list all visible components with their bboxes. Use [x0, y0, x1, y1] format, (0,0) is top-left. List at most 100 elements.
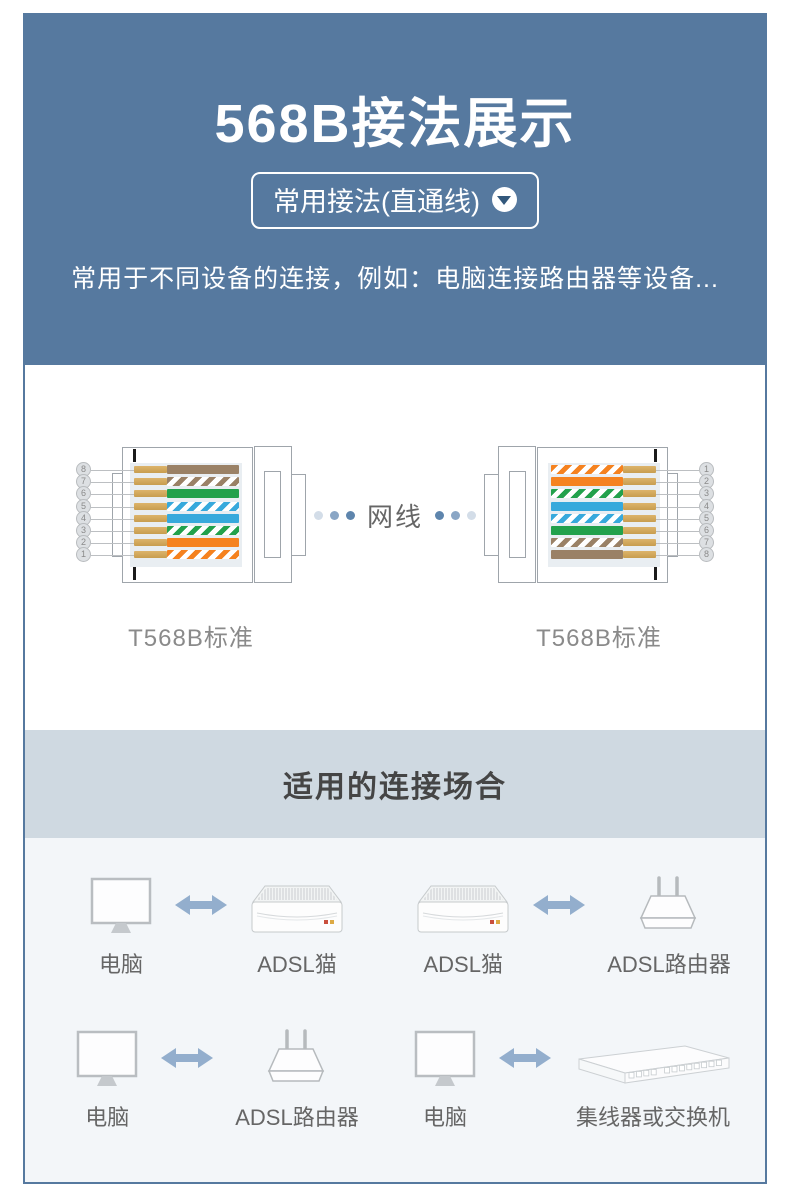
device-label: 集线器或交换机: [575, 1105, 730, 1130]
wire-pin-7-white-brown: [166, 477, 239, 486]
wire-pin-6-green: [166, 489, 239, 498]
chevron-down-icon: [497, 196, 512, 205]
pin-number-circle: 4: [75, 511, 91, 526]
computer-icon: [75, 1025, 139, 1091]
cable-dot: [435, 511, 444, 520]
device: 电脑: [413, 1025, 477, 1132]
cable-dots-left: [313, 511, 355, 520]
scenarios-title: 适用的连接场合: [283, 771, 507, 804]
cable-dot: [345, 511, 355, 520]
pin-number-circle: 5: [75, 499, 91, 514]
device: 电脑: [75, 1025, 139, 1132]
pin-leader-line: [90, 507, 134, 508]
pin-leader-line: [656, 482, 699, 483]
pin-leader-line: [656, 555, 699, 556]
adsl-router-icon: [633, 872, 705, 938]
pin-number-circle: 8: [699, 547, 714, 562]
scenarios-header-band: 适用的连接场合: [25, 730, 765, 838]
wire-pin-8-brown: [166, 465, 239, 474]
wire-pin-4-blue: [166, 514, 239, 523]
connector-gold-pin: [133, 478, 167, 485]
device: ADSL路由器: [235, 1025, 359, 1132]
double-arrow-icon: [499, 1025, 551, 1091]
wire-pin-7-white-brown: [551, 538, 623, 547]
wire-pin-1-white-orange: [166, 550, 239, 559]
connector-gold-pin: [133, 503, 167, 510]
double-arrow-icon: [161, 1025, 214, 1091]
header-subtitle: 常用于不同设备的连接，例如：电脑连接路由器等设备...: [71, 265, 719, 293]
left-connector-label: T568B标准: [128, 625, 254, 652]
dropdown-label: 常用接法(直通线): [273, 187, 480, 217]
scenario-pair-4: 电脑 集线器或交换机: [395, 1025, 751, 1132]
connector-gold-pin: [623, 551, 656, 558]
device: ADSL猫: [249, 872, 345, 979]
computer-icon: [89, 872, 153, 938]
double-arrow-icon: [533, 872, 586, 938]
adsl-modem-icon: [249, 872, 345, 938]
device-label: 电脑: [85, 1105, 130, 1130]
pin-number-circle: 1: [75, 547, 91, 562]
wire-pin-5-white-blue: [551, 514, 623, 523]
connector-gold-pin: [623, 478, 656, 485]
device-label: 电脑: [98, 952, 143, 977]
cable-dots-right: [435, 511, 476, 520]
pin-leader-line: [90, 543, 134, 544]
connector-gold-pin: [133, 551, 167, 558]
scenario-pair-3: 电脑 ADSL路由器: [39, 1025, 395, 1132]
double-arrow-icon: [175, 872, 227, 938]
connector-latch-slot: [263, 471, 281, 558]
wire-pin-2-orange: [551, 477, 623, 486]
connector-latch-slot: [509, 471, 526, 558]
pin-leader-line: [90, 470, 134, 471]
connector-contact-mark-top: [132, 449, 136, 462]
device: ADSL猫: [415, 872, 511, 979]
pin-number-circle: 4: [699, 499, 714, 514]
switch-icon: [573, 1025, 733, 1091]
cable-dot: [329, 511, 339, 520]
device-label: 电脑: [422, 1105, 467, 1130]
cable-dot: [313, 511, 323, 520]
connector-front-notch: [667, 473, 678, 557]
device-label: ADSL路由器: [235, 1105, 359, 1130]
pin-leader-line: [656, 531, 699, 532]
pin-leader-line: [90, 531, 134, 532]
chevron-down-circle-icon: [491, 187, 517, 212]
wire-pin-2-orange: [166, 538, 239, 547]
page-title: 568B接法展示: [214, 94, 576, 154]
cable-indicator: 网线: [313, 497, 476, 534]
connector-gold-pin: [133, 539, 167, 546]
connector-contact-mark-top: [654, 449, 657, 462]
cable-label: 网线: [366, 502, 423, 532]
connector-gold-pin: [133, 466, 167, 473]
pin-leader-line: [656, 494, 699, 495]
wire-pin-1-white-orange: [551, 465, 623, 474]
device: 电脑: [89, 872, 153, 979]
content-panel: 568B接法展示 常用接法(直通线) 常用于不同设备的连接，例如：电脑连接路由器…: [23, 13, 767, 1184]
cable-dot: [451, 511, 460, 520]
pin-leader-line: [656, 507, 699, 508]
header-section: 568B接法展示 常用接法(直通线) 常用于不同设备的连接，例如：电脑连接路由器…: [25, 15, 765, 365]
wire-pin-3-white-green: [551, 489, 623, 498]
connector-contact-mark-bottom: [654, 567, 657, 580]
connector-gold-pin: [623, 539, 656, 546]
wire-pin-8-brown: [551, 550, 623, 559]
connector-boot-flange: [484, 474, 499, 556]
pin-leader-line: [90, 494, 134, 495]
connector-gold-pin: [133, 515, 167, 522]
wiring-type-dropdown[interactable]: 常用接法(直通线): [251, 172, 539, 229]
computer-icon: [413, 1025, 477, 1091]
scenario-pair-1: 电脑 ADSL猫: [39, 872, 395, 979]
connector-gold-pin: [623, 466, 656, 473]
connector-gold-pin: [623, 503, 656, 510]
connector-gold-pin: [623, 527, 656, 534]
pin-leader-line: [656, 519, 699, 520]
connector-gold-pin: [623, 515, 656, 522]
pin-leader-line: [90, 482, 134, 483]
wire-pin-4-blue: [551, 502, 623, 511]
device: 集线器或交换机: [573, 1025, 733, 1132]
